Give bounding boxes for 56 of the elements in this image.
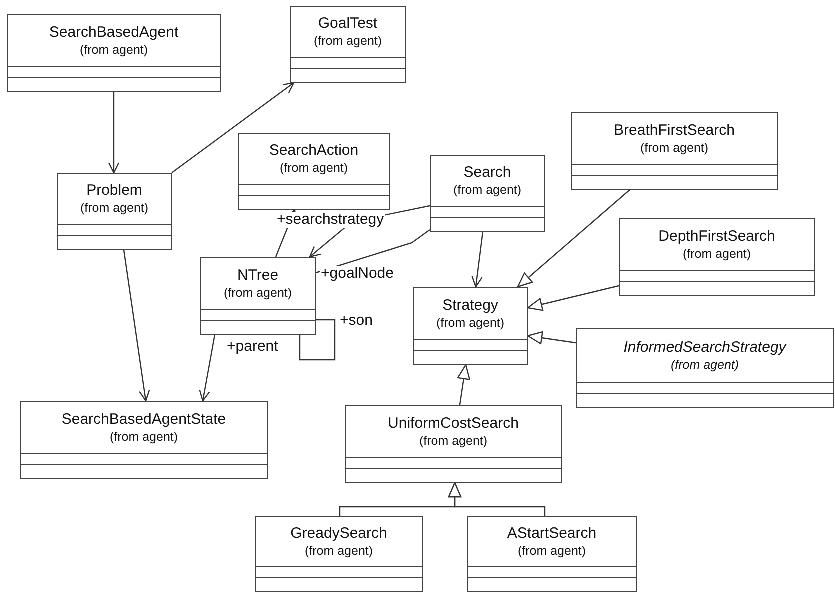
class-box [238,133,390,210]
package-note: (from agent) [419,432,488,450]
class-box [345,405,562,483]
arrow [108,92,120,174]
class-name: Strategy [442,296,498,314]
class-name: SearchBasedAgent [49,22,179,42]
class-box [430,155,545,232]
class-name: Problem [86,181,142,200]
arrow [527,285,620,312]
class-box [255,516,423,592]
class-box [7,14,221,92]
class-name: GreadySearch [290,524,388,542]
package-note: (from agent) [518,542,586,560]
role-label: +parent [226,339,280,355]
class-name: SearchAction [269,141,359,160]
package-note: (from agent) [670,356,740,374]
arrow [527,331,576,345]
class-name: AStartSearch [507,524,597,542]
class-box [290,6,406,83]
class-name: BreathFirstSearch [614,120,735,140]
class-box [20,401,268,479]
package-note: (from agent) [436,314,505,332]
package-note: (from agent) [80,200,149,217]
class-name: Search [464,163,512,182]
arrow [172,82,295,174]
class-box [467,516,637,592]
class-box [571,112,778,190]
package-note: (from agent) [682,246,752,262]
package-note: (from agent) [304,542,374,560]
edge-label: +searchstrategy [276,212,386,228]
class-name: InformedSearchStrategy [624,338,786,356]
class-name: GoalTest [318,14,378,33]
package-note: (from agent) [224,284,292,302]
class-box [576,328,834,408]
class-name: DepthFirstSearch [658,226,776,246]
package-note: (from agent) [80,42,148,58]
class-box [413,287,528,365]
edge-label: +goalNode [320,266,395,282]
class-box [619,218,815,296]
class-box [57,173,172,250]
class-box [200,257,316,335]
arrow [457,364,470,406]
arrow [472,232,484,288]
package-note: (from agent) [453,182,522,199]
association-line [299,319,336,361]
package-note: (from agent) [110,428,178,446]
arrow [517,190,630,288]
class-name: NTree [237,266,279,284]
package-note: (from agent) [314,33,382,50]
arrow [123,250,150,402]
arrow [448,482,546,516]
arrow [199,334,216,402]
package-note: (from agent) [640,140,709,156]
class-name: UniformCostSearch [388,414,519,432]
class-name: SearchBasedAgentState [62,410,226,428]
package-note: (from agent) [280,160,348,177]
